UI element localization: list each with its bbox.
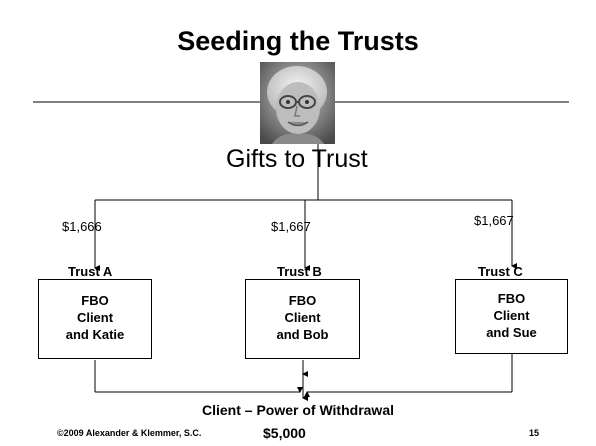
trust-a-box: FBO Client and Katie [38, 279, 152, 359]
copyright-footer: ©2009 Alexander & Klemmer, S.C. [57, 428, 202, 438]
trust-c-line2: Client [493, 308, 530, 323]
power-of-withdrawal-label: Client – Power of Withdrawal [201, 402, 394, 418]
trust-b-box: FBO Client and Bob [245, 279, 360, 359]
trust-b-line2: Client [284, 310, 321, 325]
trust-b-label: Trust B [277, 264, 322, 279]
elderly-woman-photo-icon [260, 62, 335, 144]
trust-c-box: FBO Client and Sue [455, 279, 568, 354]
trust-c-amount: $1,667 [474, 213, 514, 228]
trust-c-label: Trust C [478, 264, 523, 279]
page-number: 15 [529, 428, 540, 438]
trust-b-line1: FBO [288, 293, 317, 308]
slide-title: Seeding the Trusts [177, 26, 419, 56]
trust-a-line3: and Katie [65, 327, 125, 342]
trust-b-line3: and Bob [276, 327, 329, 342]
trust-a-line1: FBO [81, 293, 109, 308]
trust-c-line1: FBO [497, 291, 526, 306]
trust-a-line2: Client [76, 310, 114, 325]
trust-a-label: Trust A [68, 264, 113, 279]
trust-c-line3: and Sue [486, 325, 537, 340]
gifts-to-trust-label: Gifts to Trust [226, 145, 368, 173]
trust-a-amount: $1,666 [62, 219, 102, 234]
trust-b-amount: $1,667 [271, 219, 311, 234]
withdrawal-value: $5,000 [263, 425, 306, 441]
